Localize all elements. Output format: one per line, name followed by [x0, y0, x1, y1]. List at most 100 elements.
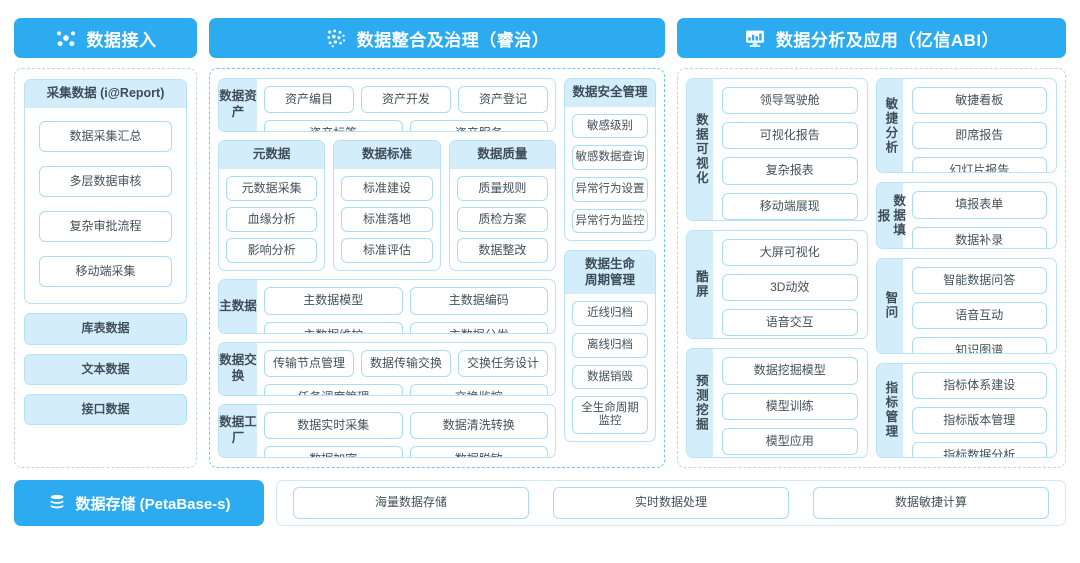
rowcard-predictive-mining: 预测挖掘 数据挖掘模型 模型训练 模型应用 [686, 348, 868, 459]
card-data-standard: 数据标准 标准建设 标准落地 标准评估 [333, 140, 441, 272]
item-asset-tag[interactable]: 资产标签 [264, 120, 403, 132]
storage-title: 数据存储 (PetaBase-s) [75, 495, 231, 513]
rowcard-data-factory: 数据工厂 数据实时采集 数据清洗转换 数据加密 数据脱敏 [218, 403, 556, 458]
item-mobile-display[interactable]: 移动端展现 [722, 192, 858, 220]
item-model-application[interactable]: 模型应用 [722, 427, 858, 456]
rowcard-metric-management: 指标管理 指标体系建设 指标版本管理 指标数据分析 [875, 362, 1057, 458]
card-title: 数据质量 [449, 141, 555, 169]
item-data-supplement[interactable]: 数据补录 [911, 226, 1047, 249]
item-master-code[interactable]: 主数据编码 [409, 287, 548, 315]
item-metric-version-mgmt[interactable]: 指标版本管理 [911, 406, 1047, 434]
triple-card-row: 元数据 元数据采集 血缘分析 影响分析 数据标准 标准建设 标准落地 标准评估 [218, 140, 556, 272]
item-voice-dialog[interactable]: 语音互动 [911, 302, 1047, 330]
item-standard-landing[interactable]: 标准落地 [341, 207, 433, 233]
item-master-model[interactable]: 主数据模型 [264, 287, 403, 315]
item-data-encrypt[interactable]: 数据加密 [264, 445, 403, 457]
item-data-masking[interactable]: 数据脱敏 [409, 445, 548, 457]
data-dots-icon [327, 29, 345, 48]
item-transfer-node-mgmt[interactable]: 传输节点管理 [264, 349, 354, 377]
item-impact-analysis[interactable]: 影响分析 [226, 238, 318, 264]
storage-bar: 数据存储 (PetaBase-s) 海量数据存储 实时数据处理 数据敏捷计算 [0, 468, 1080, 526]
header-data-storage[interactable]: 数据存储 (PetaBase-s) [14, 480, 264, 526]
item-data-rectify[interactable]: 数据整改 [456, 238, 548, 264]
item-leader-cockpit[interactable]: 领导驾驶舱 [722, 87, 858, 115]
item-knowledge-graph[interactable]: 知识图谱 [911, 337, 1047, 353]
item-data-destroy[interactable]: 数据销毁 [572, 364, 648, 390]
rowcard-label: 指标管理 [876, 363, 903, 457]
card-title: 元数据 [219, 141, 325, 169]
item-task-schedule-mgmt[interactable]: 任务调度管理 [264, 383, 403, 395]
item-asset-dev[interactable]: 资产开发 [361, 86, 451, 114]
header-data-analytics[interactable]: 数据分析及应用（亿信ABI） [677, 18, 1066, 58]
item-standard-assess[interactable]: 标准评估 [341, 238, 433, 264]
item-exchange-task-design[interactable]: 交换任务设计 [458, 349, 548, 377]
item-3d-effects[interactable]: 3D动效 [722, 274, 858, 302]
item-agile-computing[interactable]: 数据敏捷计算 [813, 487, 1049, 519]
item-fill-form[interactable]: 填报表单 [911, 191, 1047, 219]
nodes-network-icon [56, 31, 75, 47]
card-title-line2: 周期管理 [584, 272, 635, 287]
item-standard-build[interactable]: 标准建设 [341, 175, 433, 202]
item-complex-report[interactable]: 复杂报表 [722, 157, 858, 185]
item-quality-plan[interactable]: 质检方案 [456, 207, 548, 233]
source-text-data[interactable]: 文本数据 [24, 353, 187, 385]
item-slide-report[interactable]: 幻灯片报告 [911, 157, 1047, 173]
panel-data-ingest: 采集数据 (i@Report) 数据采集汇总 多层数据审核 复杂审批流程 移动端… [14, 68, 197, 468]
item-anomaly-monitor[interactable]: 异常行为监控 [572, 208, 648, 234]
item-sensitive-query[interactable]: 敏感数据查询 [572, 145, 648, 170]
item-master-maintain[interactable]: 主数据维护 [264, 321, 403, 333]
source-api-data[interactable]: 接口数据 [24, 393, 187, 425]
item-lifecycle-monitor[interactable]: 全生命周期 监控 [572, 396, 648, 434]
source-table-data[interactable]: 库表数据 [24, 313, 187, 345]
item-visual-report[interactable]: 可视化报告 [722, 122, 858, 150]
item-multilevel-audit[interactable]: 多层数据审核 [39, 165, 172, 197]
item-collect-summary[interactable]: 数据采集汇总 [39, 120, 172, 152]
item-asset-service[interactable]: 资产服务 [409, 120, 548, 132]
card-data-lifecycle: 数据生命 周期管理 近线归档 离线归档 数据销毁 全生命周期 监控 [564, 250, 656, 442]
rowcard-cool-screen: 酷屏 大屏可视化 3D动效 语音交互 [686, 229, 868, 340]
header-data-ingest[interactable]: 数据接入 [14, 18, 197, 58]
item-clean-transform[interactable]: 数据清洗转换 [409, 411, 548, 439]
panel-data-governance: 数据资产 资产编目 资产开发 资产登记 资产标签 资产服务 [209, 68, 665, 468]
item-metric-system-build[interactable]: 指标体系建设 [911, 371, 1047, 399]
rowcard-label: 预测挖掘 [687, 349, 713, 458]
item-mass-storage[interactable]: 海量数据存储 [293, 487, 529, 519]
rowcard-master-data: 主数据 主数据模型 主数据编码 主数据维护 主数据分发 [218, 279, 556, 334]
rowcard-smart-qa: 智问 智能数据问答 语音互动 知识图谱 [875, 258, 1057, 354]
item-line1: 全生命周期 [581, 402, 639, 415]
item-voice-interaction[interactable]: 语音交互 [722, 309, 858, 337]
item-asset-register[interactable]: 资产登记 [458, 86, 548, 114]
item-offline-archive[interactable]: 离线归档 [572, 333, 648, 358]
item-model-training[interactable]: 模型训练 [722, 392, 858, 420]
item-adhoc-report[interactable]: 即席报告 [911, 122, 1047, 150]
item-smart-data-qa[interactable]: 智能数据问答 [911, 267, 1047, 295]
item-quality-rule[interactable]: 质量规则 [456, 175, 548, 202]
storage-items: 海量数据存储 实时数据处理 数据敏捷计算 [276, 480, 1066, 526]
item-master-distribute[interactable]: 主数据分发 [409, 321, 548, 333]
item-anomaly-setting[interactable]: 异常行为设置 [572, 176, 648, 202]
item-metadata-collect[interactable]: 元数据采集 [226, 175, 318, 202]
item-agile-dashboard[interactable]: 敏捷看板 [911, 87, 1047, 115]
item-asset-catalog[interactable]: 资产编目 [264, 86, 354, 114]
card-data-security: 数据安全管理 敏感级别 敏感数据查询 异常行为设置 异常行为监控 [564, 78, 656, 242]
header-label: 数据整合及治理（睿治） [356, 30, 550, 50]
rowcard-label: 主数据 [219, 280, 257, 333]
card-collect-data: 采集数据 (i@Report) 数据采集汇总 多层数据审核 复杂审批流程 移动端… [24, 79, 187, 305]
item-realtime-processing[interactable]: 实时数据处理 [553, 487, 789, 519]
item-metric-data-analysis[interactable]: 指标数据分析 [911, 441, 1047, 457]
item-nearline-archive[interactable]: 近线归档 [572, 301, 648, 327]
header-label: 数据分析及应用（亿信ABI） [775, 30, 1000, 50]
rowcard-label: 数据交换 [219, 342, 257, 395]
item-mobile-collect[interactable]: 移动端采集 [39, 256, 172, 288]
item-line2: 监控 [598, 415, 622, 427]
item-mining-model[interactable]: 数据挖掘模型 [722, 357, 858, 385]
item-bigscreen-visual[interactable]: 大屏可视化 [722, 238, 858, 267]
item-lineage-analysis[interactable]: 血缘分析 [226, 207, 318, 233]
item-realtime-collect[interactable]: 数据实时采集 [264, 411, 403, 439]
item-exchange-monitor[interactable]: 交换监控 [409, 383, 548, 395]
item-sensitive-level[interactable]: 敏感级别 [572, 113, 648, 139]
header-data-governance[interactable]: 数据整合及治理（睿治） [209, 18, 665, 58]
item-approval-flow[interactable]: 复杂审批流程 [39, 211, 172, 243]
item-data-transfer-exchange[interactable]: 数据传输交换 [361, 349, 451, 377]
